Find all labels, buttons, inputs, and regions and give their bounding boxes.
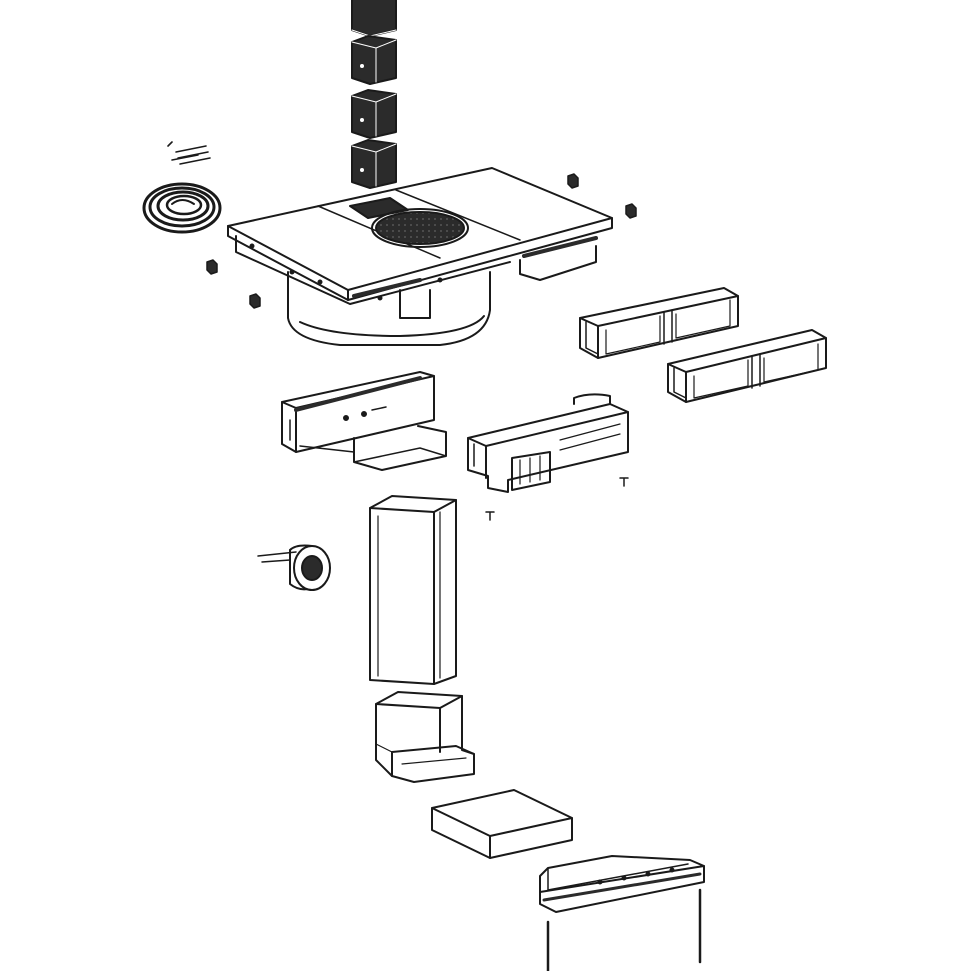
duct-transition-piece	[467, 393, 629, 493]
screw-set	[167, 141, 211, 165]
fixing-bracket	[625, 203, 637, 219]
tape-roll	[257, 544, 331, 591]
duct-extension-piece	[667, 329, 827, 403]
screw	[485, 511, 495, 521]
fixing-bracket	[249, 293, 261, 309]
sealing-strip-coil	[142, 182, 222, 234]
straight-duct-section	[431, 789, 573, 859]
carbon-filter	[351, 35, 397, 85]
carbon-filter-stack	[351, 0, 397, 189]
flat-duct-outlet	[281, 371, 447, 471]
screw	[619, 477, 629, 487]
duct-elbow	[375, 691, 475, 783]
carbon-filter	[351, 89, 397, 139]
induction-hob-with-extractor	[227, 167, 613, 346]
vertical-flat-duct	[369, 495, 457, 685]
fixing-bracket	[206, 259, 218, 275]
duct-extension-piece	[579, 287, 739, 359]
carbon-filter	[351, 139, 397, 189]
plinth-outlet-grille	[539, 855, 705, 913]
carbon-filter	[351, 0, 397, 37]
fixing-bracket	[567, 173, 579, 189]
